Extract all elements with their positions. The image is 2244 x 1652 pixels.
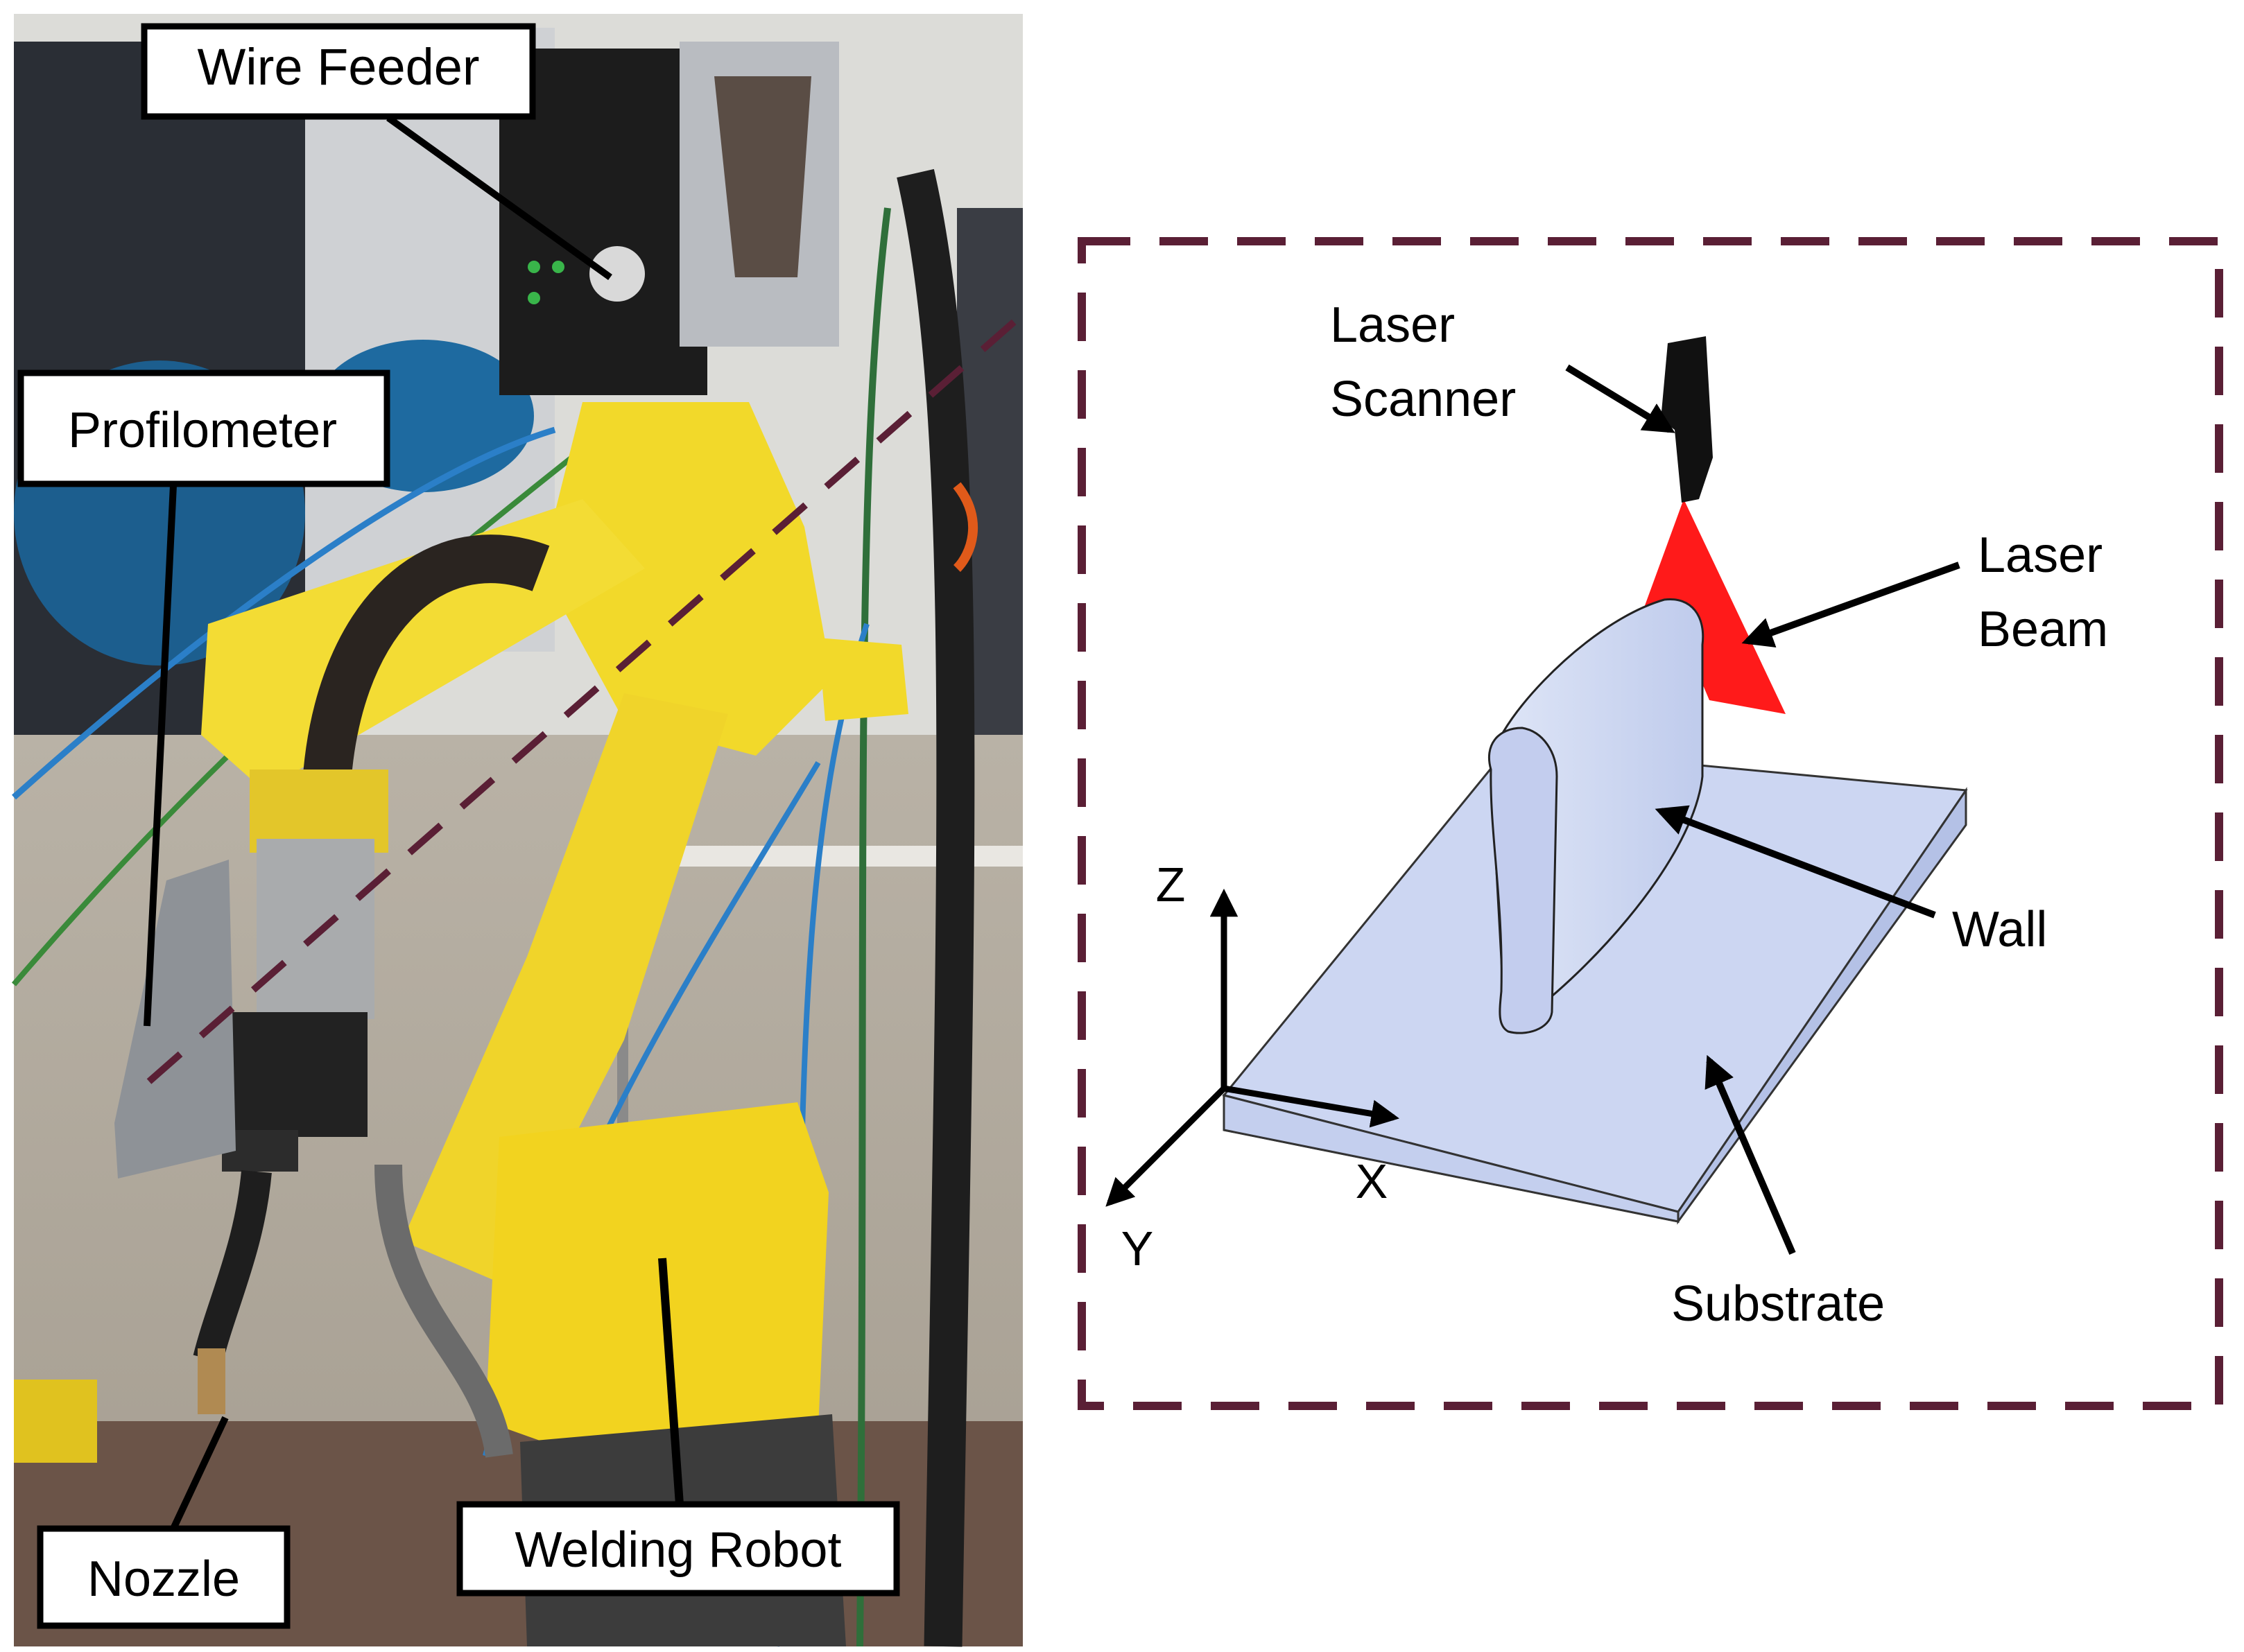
- leader-wire-feeder: [386, 114, 612, 281]
- x-axis-label: X: [1356, 1154, 1388, 1208]
- label-text-line2: Beam: [1978, 602, 2108, 657]
- label-text-line1: Laser: [1330, 297, 1455, 353]
- label-text: Wire Feeder: [197, 38, 479, 96]
- label-substrate: Substrate: [1671, 1276, 1885, 1332]
- schematic-panel: Z X Y Laser Scanner Laser Beam Wall Subs…: [1078, 237, 2223, 1410]
- dashed-outline: [1078, 237, 2223, 1410]
- wall: [1487, 598, 1704, 1034]
- label-text: Welding Robot: [515, 1522, 842, 1578]
- dashed-callout-line: [146, 302, 1036, 1084]
- leader-wall: [1655, 805, 1936, 919]
- z-axis-label: Z: [1156, 858, 1186, 912]
- leader-substrate: [1704, 1054, 1796, 1255]
- label-text: Substrate: [1671, 1276, 1885, 1332]
- photo-panel: Wire Feeder Profilometer Nozzle Welding …: [11, 14, 1036, 1647]
- y-axis-label: Y: [1121, 1221, 1154, 1276]
- leader-laser-beam: [1741, 562, 1960, 647]
- leader-laser-scanner: [1565, 364, 1675, 433]
- x-axis-arrow: [1223, 1085, 1399, 1128]
- leader-profilometer: [144, 485, 177, 1027]
- label-welding-robot: Welding Robot: [456, 1501, 900, 1597]
- coordinate-axes: Z X Y: [1105, 858, 1399, 1276]
- label-text: Wall: [1952, 902, 2047, 957]
- label-wall: Wall: [1952, 902, 2047, 957]
- laser-beam: [1633, 499, 1786, 714]
- label-laser-beam: Laser Beam: [1978, 528, 2108, 657]
- label-profilometer: Profilometer: [17, 369, 390, 487]
- label-nozzle: Nozzle: [37, 1525, 291, 1629]
- leader-nozzle: [170, 1416, 229, 1531]
- label-text-line2: Scanner: [1330, 372, 1516, 427]
- leader-welding-robot: [658, 1258, 684, 1505]
- laser-scanner: [1661, 336, 1713, 503]
- label-laser-scanner: Laser Scanner: [1330, 297, 1516, 427]
- label-text-line1: Laser: [1978, 528, 2103, 583]
- y-axis-arrow: [1105, 1086, 1227, 1207]
- label-wire-feeder: Wire Feeder: [141, 23, 536, 120]
- label-text: Profilometer: [68, 403, 337, 458]
- label-text: Nozzle: [87, 1551, 240, 1607]
